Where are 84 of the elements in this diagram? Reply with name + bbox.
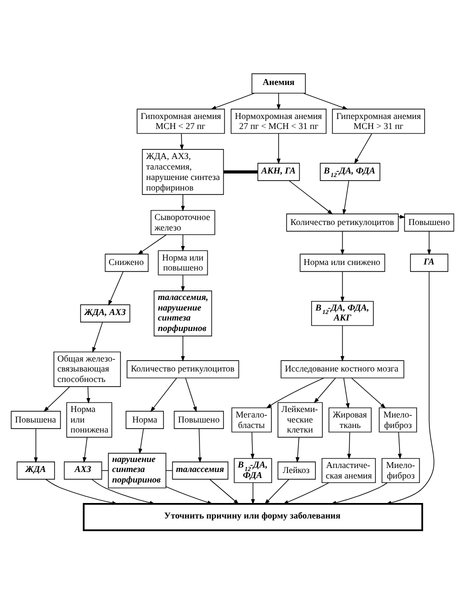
node-box: Норма (126, 410, 164, 429)
node-box: Миело- фиброз (382, 458, 420, 484)
arrow (185, 378, 197, 412)
node-box: Сывороточное железо (150, 210, 216, 236)
node-box: АКН, ГА (257, 162, 300, 181)
arrow (86, 386, 90, 404)
arrow (398, 432, 402, 460)
arrow (330, 482, 388, 505)
arrow (314, 378, 336, 404)
node-box: Снижено (104, 254, 149, 272)
arrow (92, 322, 103, 353)
arrow (340, 325, 344, 362)
node-box: Нормохромная анемия 27 пг < МСН < 31 пг (230, 108, 326, 134)
node-box: ЖДА (16, 462, 55, 480)
node-box: Норма или снижено (300, 254, 386, 272)
node-box: Повышено (174, 410, 224, 429)
arrow (340, 271, 344, 302)
connector (224, 170, 258, 174)
node-box: Мегало- бласты (231, 407, 272, 432)
arrow (180, 194, 185, 212)
arrow (198, 428, 202, 463)
node-box: B$_{12}$-ДА, ФДА (234, 458, 272, 484)
arrow (282, 482, 329, 504)
arrow (166, 486, 213, 504)
arrow (250, 432, 254, 460)
node-box: Общая железо- связывающая способность (54, 352, 121, 387)
arrow (44, 386, 70, 412)
arrow (251, 482, 255, 505)
node-box: талассемия (172, 462, 228, 480)
node-box: B$_{12}$-ДА, ФДА, АКГ (311, 300, 374, 326)
node-box: Уточнить причину или форму заболевания (82, 503, 424, 532)
arrow (209, 478, 240, 504)
arrow (343, 378, 350, 409)
arrow (150, 378, 177, 412)
node-box: Лейкоз (278, 462, 316, 480)
node-box: ЖДА, АХЗ (80, 304, 130, 322)
node-box: Лейкеми- ческие клетки (278, 402, 323, 438)
arrow (347, 432, 352, 460)
arrow (210, 92, 255, 110)
node-box: Повышено (404, 214, 454, 232)
node-box: Апластиче- ская анемия (322, 458, 376, 484)
arrow (92, 479, 156, 505)
node-box: Норма или понижена (66, 402, 112, 438)
connector (101, 470, 108, 471)
node-box: Исследование костного мозга (280, 360, 404, 378)
arrow (180, 336, 185, 362)
arrow (180, 234, 185, 252)
arrow (34, 428, 38, 463)
arrow (138, 428, 144, 454)
node-box: ГА (410, 254, 448, 272)
arrow (386, 271, 434, 505)
node-box: АХЗ (64, 462, 102, 480)
arrow (180, 274, 185, 292)
arrow (340, 230, 344, 256)
node-box: Количество ретикулоцитов (126, 360, 240, 378)
arrow (351, 378, 386, 408)
node-box: Норма или повышено (158, 250, 208, 276)
node-box: Гиперхромная анемия МСН > 31 пг (332, 108, 425, 134)
node-box: талассемия, нарушение синтеза порфиринов (154, 290, 212, 336)
node-box: Миело- фиброз (378, 407, 418, 432)
arrow (108, 271, 124, 306)
arrow (138, 234, 166, 255)
node-box: Гипохромная анемия МСН < 27 пг (136, 108, 225, 134)
node-box: Повышена (10, 410, 61, 429)
node-box: нарушение синтеза порфиринов (108, 452, 166, 488)
node-box: B$_{12}$-ДА, ФДА (320, 162, 380, 181)
arrow (296, 436, 300, 463)
arrow (288, 180, 333, 215)
arrow (82, 436, 88, 463)
node-box: ЖДА, АХЗ, талассемия, нарушение синтеза порфиринов (142, 149, 224, 195)
arrow (276, 93, 281, 110)
connector (166, 470, 173, 471)
arrow (276, 133, 281, 164)
arrow (266, 378, 324, 408)
arrow (354, 133, 372, 164)
arrow (342, 180, 350, 215)
arrow (427, 230, 432, 256)
arrow (264, 478, 290, 505)
arrow (45, 478, 118, 505)
arrow (180, 133, 184, 150)
node-box: Количество ретикулоцитов (286, 214, 399, 232)
node-box: Анемия (252, 73, 306, 94)
arrow (303, 92, 348, 110)
node-box: Жировая ткань (328, 407, 372, 432)
